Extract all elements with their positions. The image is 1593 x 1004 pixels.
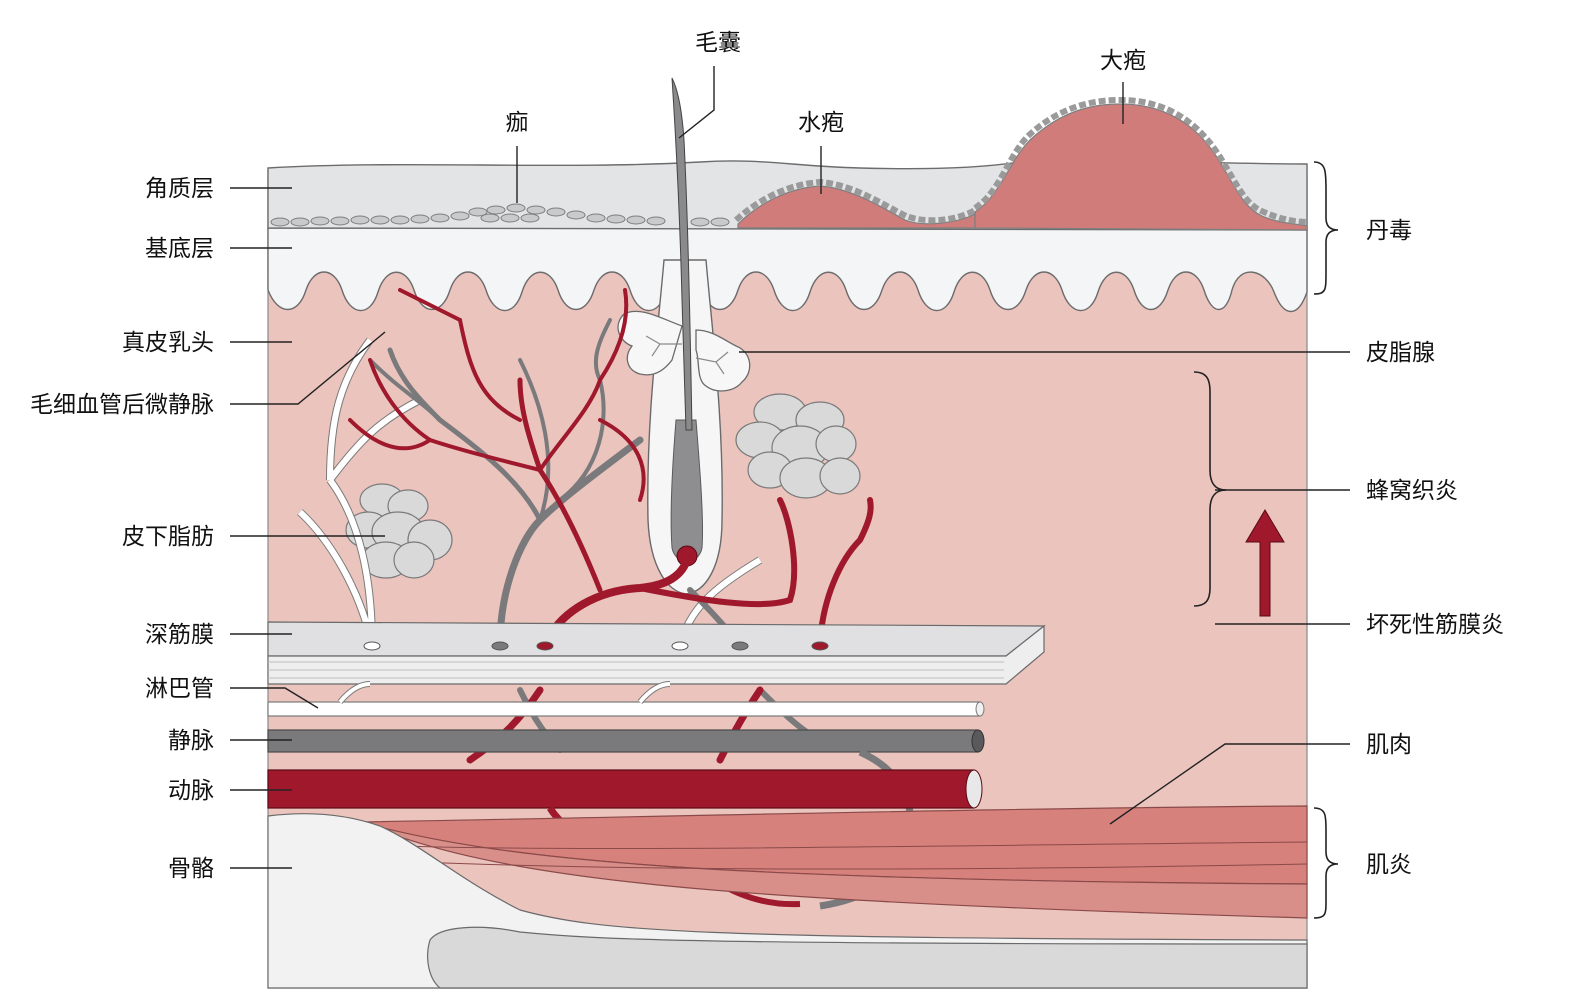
label-muscle: 肌肉 [1366, 732, 1412, 758]
label-necrotizing-fasciitis: 坏死性筋膜炎 [1366, 612, 1504, 638]
muscle-layer [359, 805, 1308, 919]
fascia-vessel-openings [363, 641, 829, 651]
vesicle-blister [737, 185, 976, 229]
label-bulla: 大疱 [1100, 48, 1146, 74]
label-bone: 骨骼 [168, 856, 214, 882]
spread-arrow [1245, 509, 1285, 617]
label-subcutaneous-fat: 皮下脂肪 [122, 524, 214, 550]
leader-lines [230, 66, 1350, 869]
right-labels: 丹毒 皮脂腺 蜂窝织炎 坏死性筋膜炎 肌肉 肌炎 [1366, 218, 1504, 878]
hair-shaft [671, 77, 693, 431]
label-stratum-corneum: 角质层 [145, 176, 214, 202]
myositis-brace [1313, 807, 1339, 919]
label-cellulitis: 蜂窝织炎 [1366, 478, 1458, 504]
arteriole-tree [348, 288, 874, 764]
braces [1193, 161, 1339, 919]
artery-vessel [267, 769, 983, 908]
hair-bulb [670, 419, 704, 562]
vesicle-crust [733, 178, 977, 224]
label-erysipelas: 丹毒 [1366, 218, 1412, 244]
label-stratum-basale: 基底层 [145, 236, 214, 262]
left-labels: 角质层 基底层 真皮乳头 毛细血管后微静脉 皮下脂肪 深筋膜 淋巴管 静脉 动脉… [30, 176, 214, 882]
cellulitis-brace [1193, 371, 1227, 607]
label-lymphatic: 淋巴管 [145, 676, 214, 702]
sebaceous-ducts [645, 335, 729, 375]
bulla-blister [974, 103, 1308, 231]
tissue-block [267, 77, 1308, 989]
epidermis-basal-layer [267, 227, 1308, 312]
deep-fascia [267, 621, 1046, 685]
label-postcapillary-venule: 毛细血管后微静脉 [30, 392, 214, 418]
label-dermal-papilla: 真皮乳头 [122, 330, 214, 356]
label-vesicle: 水疱 [798, 110, 844, 136]
bulla-crust [973, 96, 1308, 225]
top-labels: 痂 毛囊 水疱 大疱 [506, 30, 1147, 136]
lymphatic-vessel [267, 681, 985, 717]
label-impetigo: 痂 [506, 110, 529, 136]
sebaceous-gland [617, 310, 751, 392]
bone-region [267, 813, 1308, 989]
label-deep-fascia: 深筋膜 [145, 622, 214, 648]
erysipelas-brace [1313, 161, 1339, 295]
fat-lobule-right [735, 393, 861, 499]
label-sebaceous-gland: 皮脂腺 [1366, 340, 1435, 366]
label-myositis: 肌炎 [1366, 852, 1412, 878]
impetigo-crust [270, 203, 730, 227]
label-hair-follicle: 毛囊 [695, 30, 741, 56]
label-artery: 动脉 [168, 778, 214, 804]
label-vein: 静脉 [168, 728, 214, 754]
